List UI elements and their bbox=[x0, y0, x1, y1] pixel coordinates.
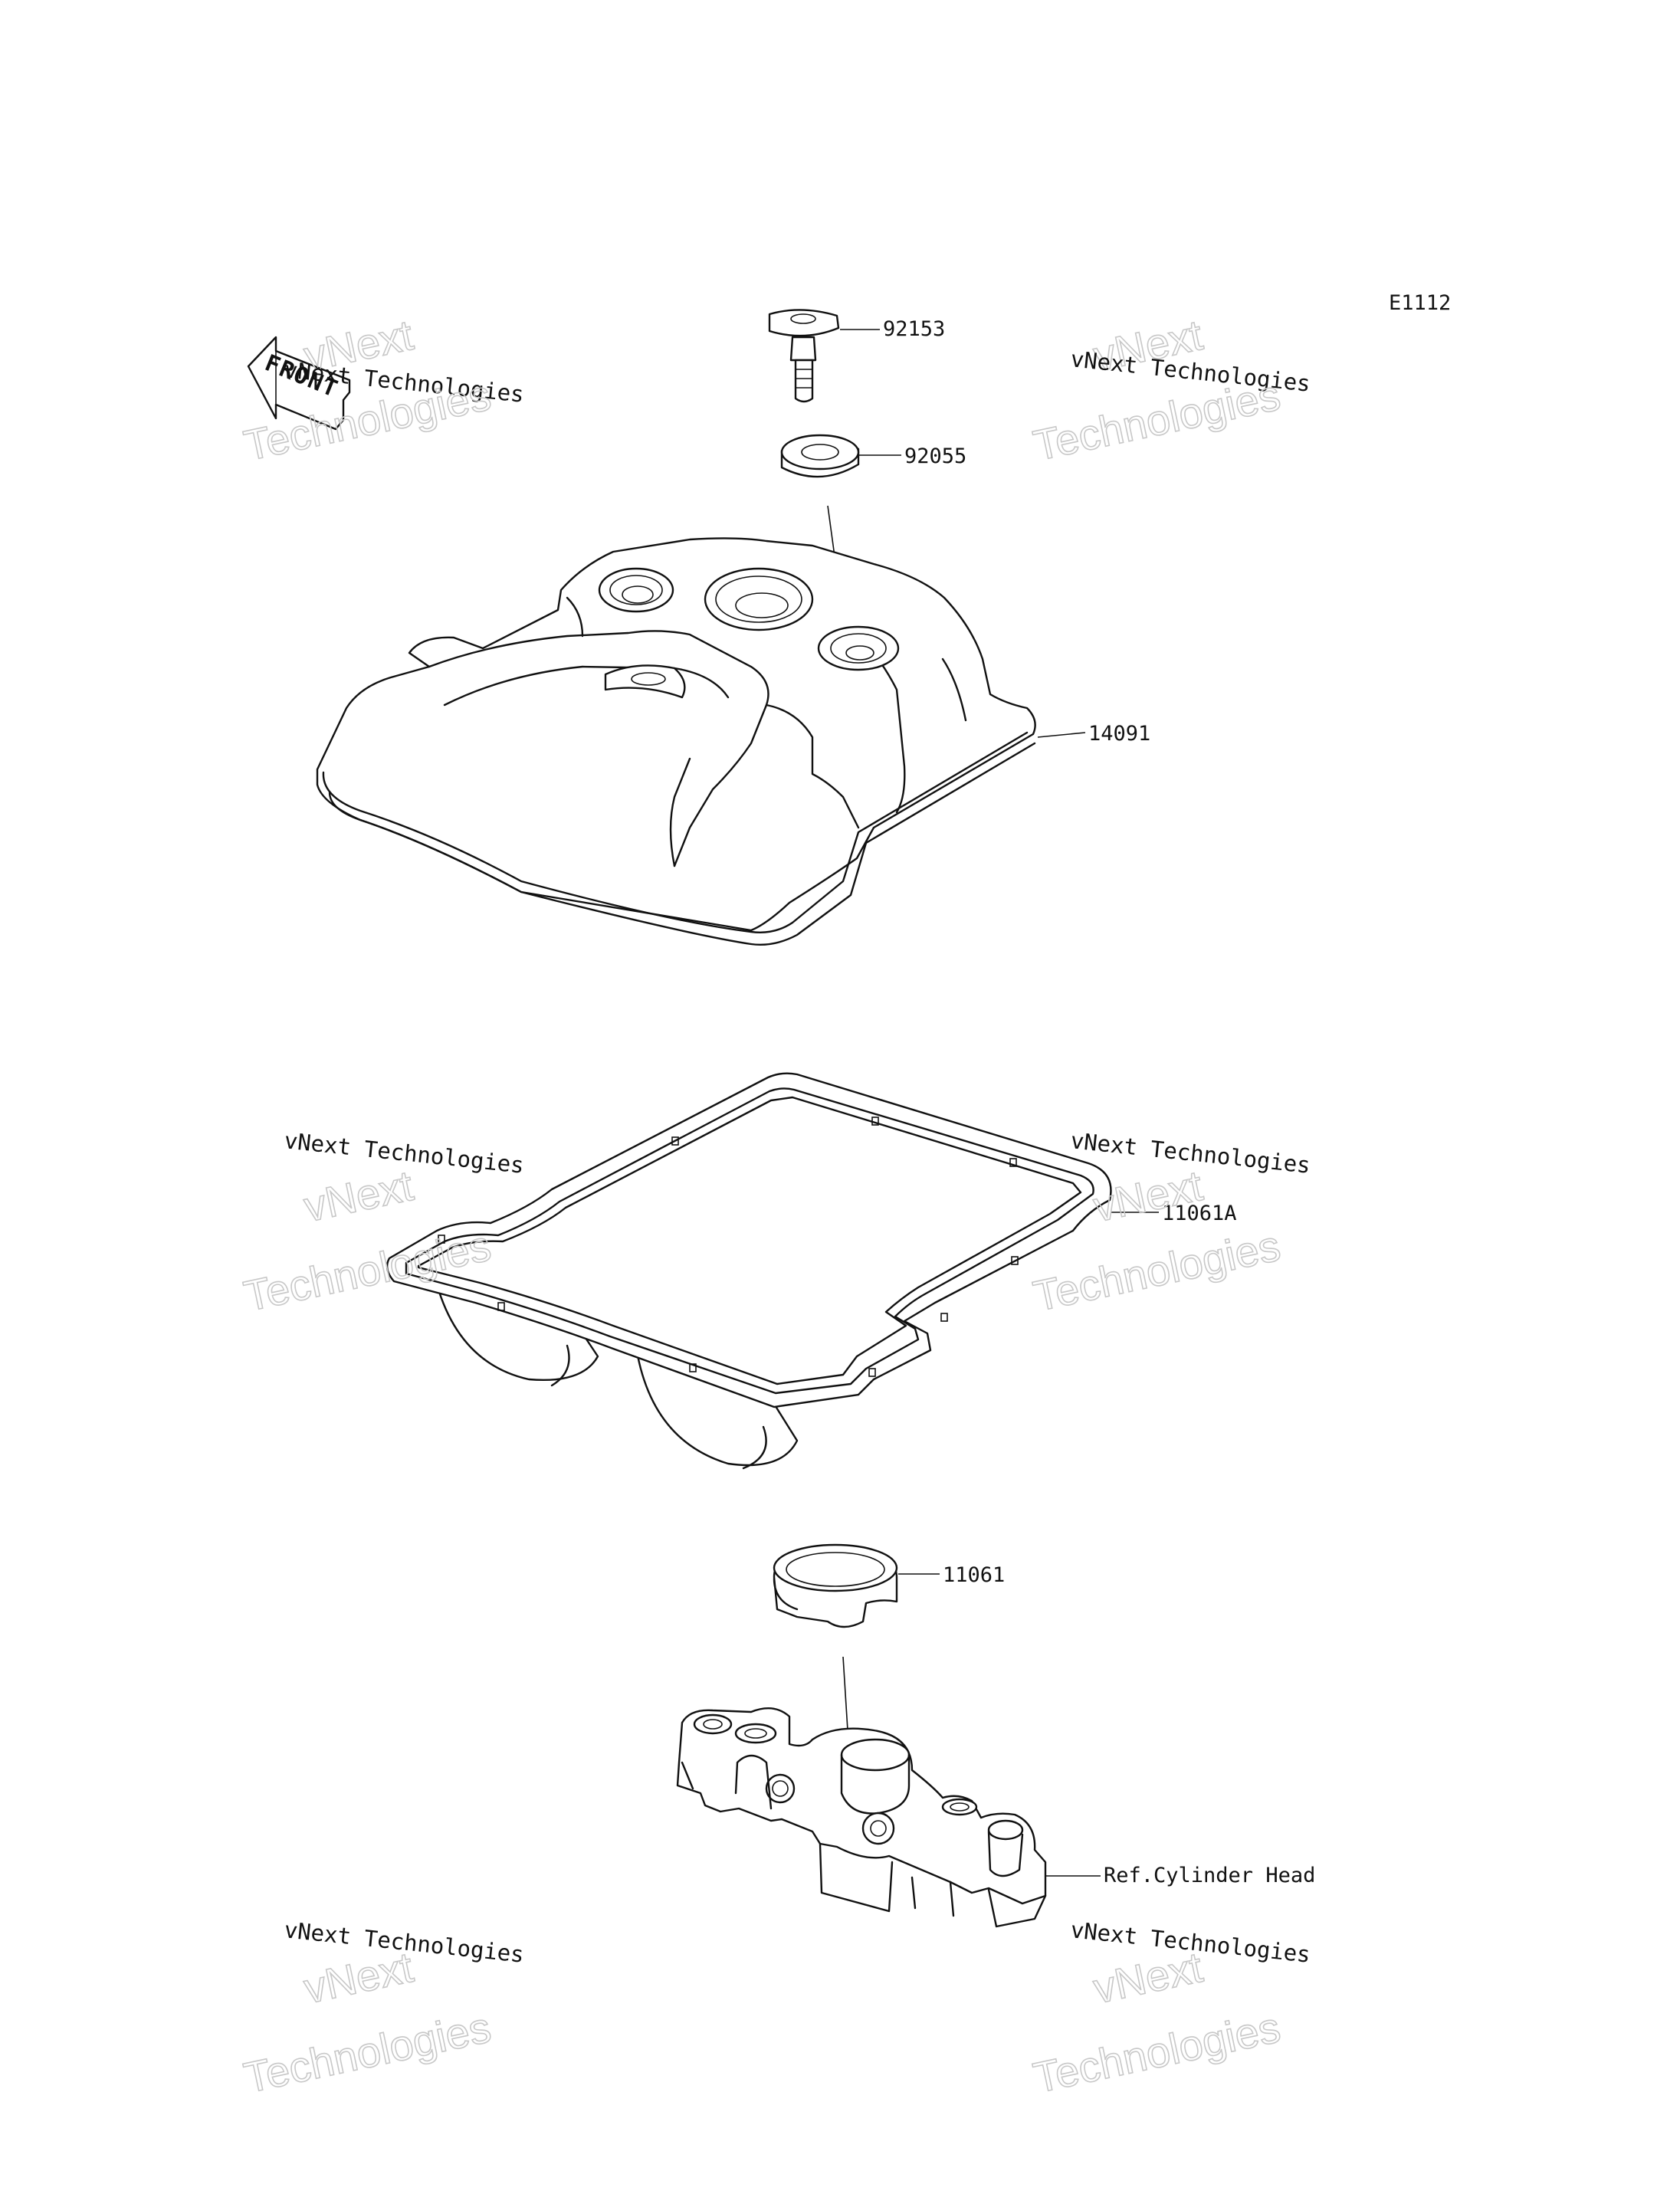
svg-text:vNext: vNext bbox=[300, 1161, 418, 1231]
watermark-bottom-right: vNext vNext Technologies Technologies bbox=[1029, 1917, 1311, 2103]
svg-text:Technologies: Technologies bbox=[240, 2002, 495, 2102]
label-14091: 14091 bbox=[1088, 722, 1150, 746]
cylinder-head-reference-part bbox=[676, 1707, 1047, 1928]
svg-text:Technologies: Technologies bbox=[1029, 1221, 1285, 1320]
watermark-top-right: vNext vNext Technologies Technologies bbox=[1029, 310, 1311, 471]
diagram-code: E1112 bbox=[1389, 291, 1451, 315]
bolt-part bbox=[768, 309, 840, 403]
watermark-bottom-left: vNext vNext Technologies Technologies bbox=[239, 1917, 525, 2103]
head-cover-gasket-part bbox=[386, 1072, 1112, 1470]
label-11061A: 11061A bbox=[1162, 1202, 1237, 1225]
cylinder-head-cover-part bbox=[316, 537, 1036, 946]
svg-text:Technologies: Technologies bbox=[1029, 2002, 1285, 2102]
label-ref-cylinder-head: Ref.Cylinder Head bbox=[1104, 1864, 1315, 1887]
label-92153: 92153 bbox=[883, 317, 945, 341]
label-11061: 11061 bbox=[943, 1563, 1005, 1587]
plug-hole-gasket-part bbox=[773, 1543, 898, 1628]
svg-text:Technologies: Technologies bbox=[1029, 370, 1285, 470]
grommet-part bbox=[780, 434, 860, 478]
label-92055: 92055 bbox=[904, 444, 966, 468]
